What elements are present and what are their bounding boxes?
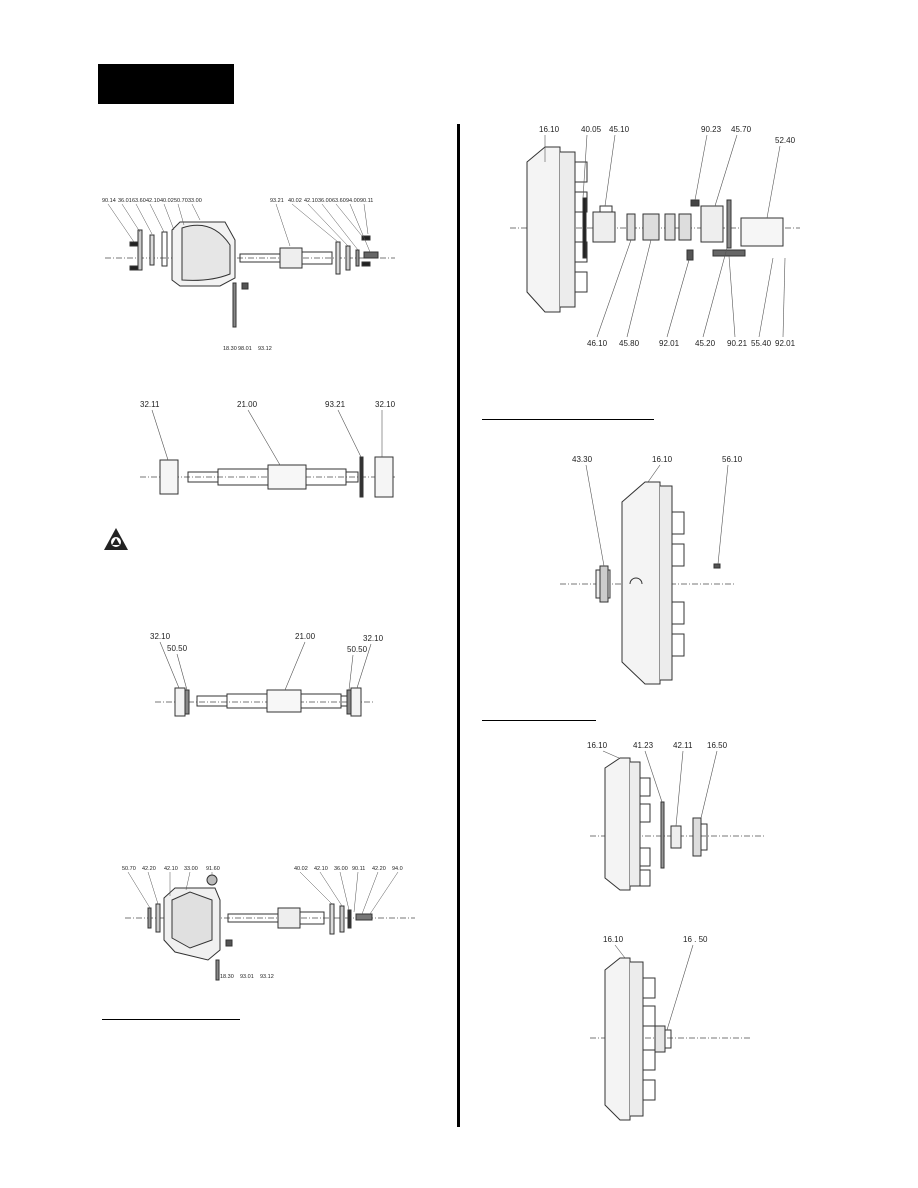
fig7-label: 42.11 [673,741,693,750]
fig1-label: 40.02 [160,198,174,204]
fig5-label: 16.10 [539,125,560,134]
fig7-label: 16.50 [707,741,728,750]
fig4-label: 33.00 [184,866,198,872]
fig3-label: 50.50 [347,645,368,654]
fig4-label: 42.10 [314,866,328,872]
fig1-label: 63.60 [332,198,346,204]
fig5-label: 90.23 [701,125,722,134]
fig1-label: 50.70 [174,198,188,204]
fig1-label: 93.12 [258,346,272,352]
fig4-label: 93.01 [240,974,254,980]
section-underline [102,1019,240,1020]
fig1-label: 36.00 [318,198,332,204]
fig4-label: 94.0 [392,866,403,872]
fig4-label: 91.60 [206,866,220,872]
fig5-label: 46.10 [587,339,608,348]
fig1-label: 42.10 [146,198,160,204]
fig4-label: 50.70 [122,866,136,872]
fig5-label: 52.40 [775,136,796,145]
fig6-label: 43.30 [572,455,593,464]
fig8-label: 16.10 [603,935,624,944]
fig8-label: 16 . 50 [683,935,708,944]
flange-assembly-diagram: 16.10 40.05 45.10 90.23 45.70 52.40 46.1… [505,122,805,352]
fig6-label: 16.10 [652,455,673,464]
shaft-diagram: 32.11 21.00 93.21 32.10 [130,395,400,505]
fig4-label: 18.30 [220,974,234,980]
fig3-label: 32.10 [150,632,171,641]
flange-closed-diagram: 16.10 16 . 50 [585,930,755,1125]
fig1-label: 90.14 [102,198,116,204]
fig4-label: 42.10 [164,866,178,872]
fig4-label: 90.11 [352,866,365,872]
fig4-label: 36.00 [334,866,348,872]
fig3-label: 21.00 [295,632,316,641]
fig2-label: 32.10 [375,400,396,409]
fig1-label: 33.00 [188,198,202,204]
fig4-label: 42.20 [142,866,156,872]
fig1-label: 40.02 [288,198,302,204]
fig6-label: 56.10 [722,455,743,464]
fig7-label: 41.23 [633,741,654,750]
flange-seal-diagram: 43.30 16.10 56.10 [560,452,760,692]
fig4-label: 40.02 [294,866,308,872]
fig5-label: 45.20 [695,339,716,348]
fig2-label: 21.00 [237,400,258,409]
section-header-box [98,64,234,104]
fig1-label: 18.30 [223,346,237,352]
section-underline [482,419,654,420]
fig5-label: 92.01 [775,339,796,348]
fig3-label: 50.50 [167,644,188,653]
fig5-label: 90.21 [727,339,748,348]
shaft-bearings-diagram: 32.10 50.50 21.00 32.10 50.50 [145,630,385,725]
fig1-label: 63.60 [132,198,146,204]
fig4-label: 42.20 [372,866,386,872]
fig4-label: 93.12 [260,974,274,980]
fig5-label: 45.80 [619,339,640,348]
fig1-label: 90.11 [360,198,373,204]
fig1-label: 36.01 [118,198,132,204]
fig5-label: 40.05 [581,125,602,134]
fig1-label: 94.00 [346,198,360,204]
flange-cover-diagram: 16.10 41.23 42.11 16.50 [575,738,775,898]
fig3-label: 32.10 [363,634,384,643]
fig1-label: 93.21 [270,198,284,204]
fig7-label: 16.10 [587,741,608,750]
fig1-label: 98.01 [238,346,252,352]
fig1-label: 42.10 [304,198,318,204]
column-divider [457,124,460,1127]
fig2-label: 93.21 [325,400,346,409]
exploded-assembly-diagram-2: 50.70 42.20 42.10 33.00 91.60 40.02 42.1… [120,860,420,985]
fig5-label: 45.70 [731,125,752,134]
warning-icon [103,527,129,551]
fig2-label: 32.11 [140,400,160,409]
fig5-label: 45.10 [609,125,630,134]
fig5-label: 92.01 [659,339,680,348]
exploded-assembly-diagram-1: 90.14 36.01 63.60 42.10 40.02 50.70 33.0… [100,190,400,360]
fig5-label: 55.40 [751,339,772,348]
section-underline [482,720,596,721]
